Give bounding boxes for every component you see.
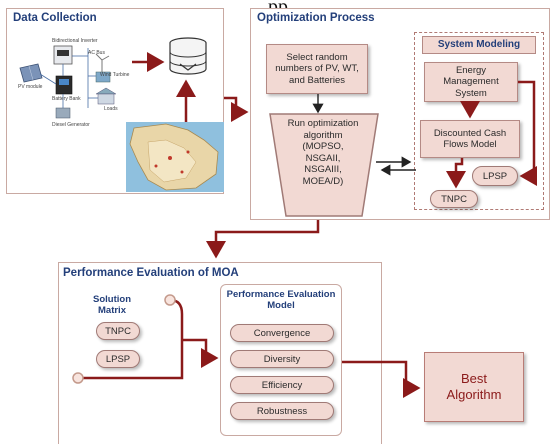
battery-bank-icon <box>55 75 73 95</box>
energy-system-schematic <box>19 45 117 119</box>
metric-robustness: Robustness <box>230 402 334 420</box>
optimization-to-performance-arrow <box>206 220 320 259</box>
optimization-process-title: Optimization Process <box>257 12 375 24</box>
best-algorithm-box: Best Algorithm <box>424 352 524 422</box>
discounted-cash-flows-box: Discounted Cash Flows Model <box>420 120 520 158</box>
pv-panel-icon <box>19 63 43 83</box>
run-optimization-trapezoid <box>269 113 379 217</box>
solution-tnpc-pill: TNPC <box>96 322 140 340</box>
system-modeling-title: System Modeling <box>422 36 536 54</box>
performance-evaluation-title: Performance Evaluation of MOA <box>63 267 239 279</box>
loads-icon <box>95 87 117 105</box>
energy-management-box: Energy Management System <box>424 62 518 102</box>
matrix-to-model-arrow <box>182 338 219 368</box>
lpsp-pill: LPSP <box>472 166 518 186</box>
ems-to-lpsp-arrow <box>518 80 537 186</box>
device-label: AC Bus <box>88 50 105 56</box>
device-label: Wind Turbine <box>100 72 130 78</box>
metric-convergence: Convergence <box>230 324 334 342</box>
inverter-icon <box>53 45 73 65</box>
bus-connections <box>39 48 98 108</box>
device-label: Bidirectional Inverter <box>52 38 98 44</box>
select-random-numbers-box: Select random numbers of PV, WT, and Bat… <box>266 44 368 94</box>
solution-matrix-label: Solution Matrix <box>93 294 131 317</box>
wind-turbine-icon <box>95 53 111 83</box>
device-label: Diesel Generator <box>52 122 90 128</box>
database-icon <box>169 37 207 75</box>
data-collection-title: Data Collection <box>13 12 97 24</box>
metric-efficiency: Efficiency <box>230 376 334 394</box>
device-label: Battery Bank <box>52 96 81 102</box>
device-label: Loads <box>104 106 118 112</box>
tnpc-pill: TNPC <box>430 190 478 208</box>
bracket-bottom-knob <box>72 372 84 384</box>
collection-to-optimization-arrow <box>224 96 249 122</box>
performance-model-title: Performance Evaluation Model <box>226 289 336 312</box>
system-modeling-panel <box>414 32 544 210</box>
metric-diversity: Diversity <box>230 350 334 368</box>
regional-map-image <box>126 122 224 192</box>
run-optimization-text: Run optimization algorithm (MOPSO, NSGAI… <box>287 118 359 187</box>
device-label: PV module <box>18 84 43 90</box>
dcf-to-tnpc-arrow <box>446 158 466 189</box>
model-to-best-arrow <box>342 360 421 398</box>
bracket-top-knob <box>164 294 176 306</box>
solution-lpsp-pill: LPSP <box>96 350 140 368</box>
solution-bracket <box>82 298 184 380</box>
